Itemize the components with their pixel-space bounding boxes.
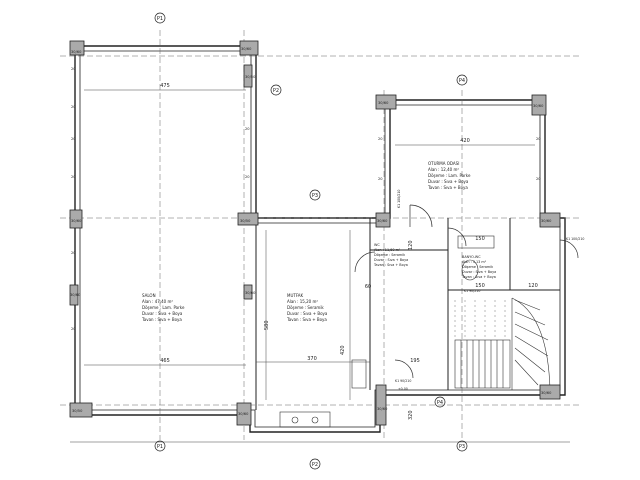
axis-lines: [60, 30, 580, 440]
columns: [69, 40, 561, 426]
section-markers: [154, 12, 468, 470]
hatched-floor: [454, 300, 506, 338]
fixtures: [279, 235, 495, 428]
interior-walls: [255, 218, 560, 410]
outer-walls: [74, 45, 566, 433]
dimension-lines: [70, 89, 570, 443]
stairs: [454, 297, 551, 391]
doors: [354, 204, 579, 379]
